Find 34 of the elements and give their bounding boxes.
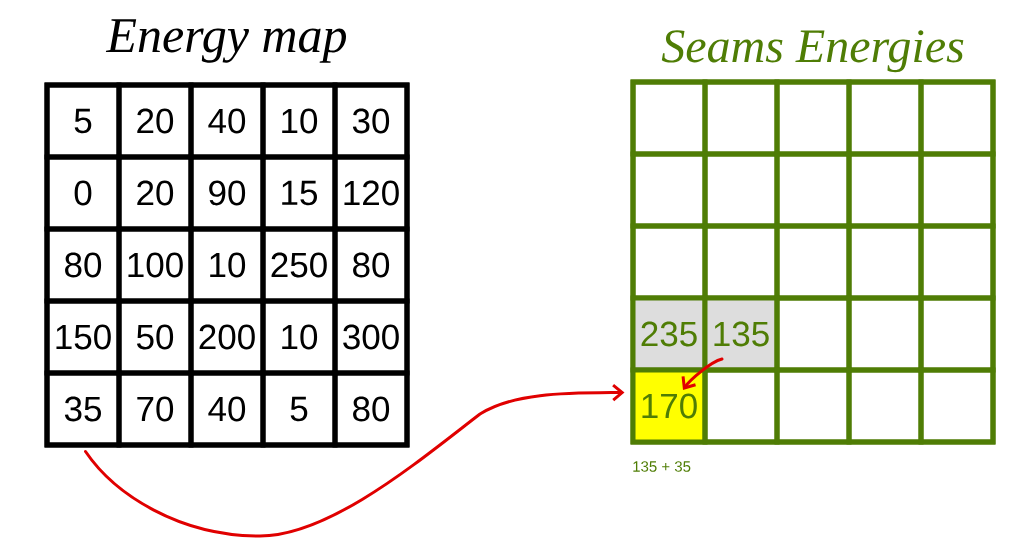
shaded-cell: 235 (630, 295, 708, 373)
grid-cell: 100 (116, 226, 194, 304)
grid-cell: 250 (260, 226, 338, 304)
grid-cell: 80 (44, 226, 122, 304)
grid-cell: 150 (44, 298, 122, 376)
grid-cell: 80 (332, 226, 410, 304)
grid-cell: 90 (188, 154, 266, 232)
grid-cell: 120 (332, 154, 410, 232)
grid-cell: 35 (44, 370, 122, 448)
grid-cell: 300 (332, 298, 410, 376)
grid-cell: 20 (116, 154, 194, 232)
grid-cell: 15 (260, 154, 338, 232)
curved-arrow (681, 357, 724, 390)
grid-title: Seams Energies (661, 30, 964, 73)
grid-cell: 80 (332, 370, 410, 448)
shaded-cell: 135 (702, 295, 780, 373)
grid-cell: 200 (188, 298, 266, 376)
grid-cell (918, 367, 996, 445)
curved-arrow (84, 383, 625, 538)
grid-cell: 30 (332, 82, 410, 160)
grid-cell: 10 (260, 298, 338, 376)
highlighted-cell: 170 (630, 367, 708, 445)
grid-cell: 20 (116, 82, 194, 160)
grid-cell: 10 (188, 226, 266, 304)
cell-note: 135 + 35 (633, 461, 691, 472)
grid-cell: 50 (116, 298, 194, 376)
grid-cell: 40 (188, 82, 266, 160)
grid-cell: 0 (44, 154, 122, 232)
grid-cell: 5 (44, 82, 122, 160)
grid-cell: 40 (188, 370, 266, 448)
grid-cell: 5 (260, 370, 338, 448)
grid-cell: 70 (116, 370, 194, 448)
grid-title: Energy map (105, 19, 346, 63)
grid-cell: 10 (260, 82, 338, 160)
